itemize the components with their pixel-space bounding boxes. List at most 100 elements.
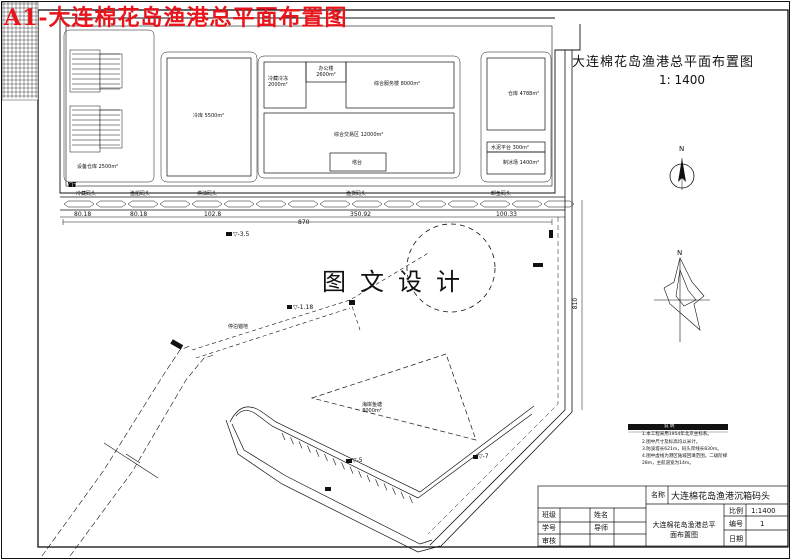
dim-seg2: 80.18 [130, 211, 148, 218]
dim-total: 870 [298, 219, 310, 226]
wharf-label-2: 渔船码头 [130, 191, 151, 197]
service-building [345, 61, 455, 109]
warehouse-label: 仓库 4788m² [508, 91, 540, 97]
breakwater-mark [375, 479, 379, 487]
notes-heading: 说 明 [664, 424, 675, 429]
breakwater-mark [341, 462, 345, 470]
notes-box [628, 424, 728, 430]
tb-date-label: 日期 [729, 535, 743, 543]
wharf-caisson [479, 200, 511, 208]
sales-label: 冷藏冷冻 2000m² [268, 76, 289, 88]
sales-building [263, 61, 307, 109]
breakwater-mark [290, 437, 294, 445]
tb-name-label: 名称 [651, 491, 665, 499]
breakwater-mark [298, 441, 303, 449]
west-breakwater-cross [103, 442, 159, 479]
breakwater-mark [332, 458, 337, 466]
drawing-scale: 1: 1400 [659, 73, 706, 87]
tower-building [329, 152, 387, 172]
note-1: 1.本工程采用1954年北京坐标系。 [642, 432, 712, 437]
dim-seg5: 100.33 [496, 211, 517, 218]
wharf-caisson [191, 200, 223, 208]
tb-student-label: 姓名 [594, 511, 608, 519]
wharf-caissons [63, 200, 575, 208]
service-label: 综合服务楼 8000m² [374, 81, 421, 87]
breakwater-mark [392, 487, 396, 495]
wharf-caisson [383, 200, 415, 208]
dimension-lines [62, 200, 583, 410]
wharf-caisson [127, 200, 159, 208]
elevation-markers [68, 182, 553, 491]
fish-storage-label: 海岸鱼塘 8000m² [361, 402, 382, 414]
west-breakwater [41, 344, 215, 557]
elevation-2: ▽-1.18 [293, 304, 314, 311]
dim-seg3: 102.8 [204, 211, 222, 218]
left-pier-hatching [1, 1, 39, 101]
tb-scale-value: 1:1400 [751, 507, 776, 515]
breakwater-mark [409, 495, 413, 504]
tb-sheet-label: 编号 [729, 520, 743, 528]
breakwater-mark [358, 470, 362, 478]
waste-storage-label: 设备仓库 2500m² [77, 164, 119, 170]
dim-vertical: 810 [572, 297, 580, 310]
ice-yard-building [486, 151, 546, 175]
breakwater-mark [315, 449, 320, 457]
watermark-text: 图文设计 [322, 268, 474, 296]
note-2: 2.图中尺寸及标高均以米计。 [642, 440, 701, 445]
office-label: 办公楼 2600m² [316, 66, 336, 78]
channel-lines [191, 251, 431, 359]
market-label: 综合交易区 12000m² [334, 132, 384, 138]
wharf-caisson [95, 200, 127, 208]
building-rounded-corners [63, 29, 552, 183]
wharf-caisson [511, 200, 543, 208]
wind-rose-icon [654, 257, 710, 342]
breakwater-mark [324, 453, 328, 462]
turning-basin [406, 223, 496, 313]
elevation-1: ▽-3.5 [233, 231, 250, 238]
buildings [166, 57, 546, 177]
wharf-label-4: 渔货码头 [346, 191, 367, 197]
north-label: N [679, 145, 685, 153]
wharf-caisson [255, 200, 287, 208]
tb-sheet-value: 1 [760, 520, 765, 528]
berth-area-label: 停泊锚地 [228, 324, 249, 330]
elevation-4: ▽-7 [478, 453, 489, 460]
wind-north-label: N [677, 249, 683, 257]
south-breakwater [225, 405, 535, 553]
market-building [263, 112, 455, 174]
wharf-label-1: 冷藏码头 [76, 191, 97, 197]
east-breakwater [427, 50, 573, 548]
wharf-caisson [543, 200, 575, 208]
breakwater-mark [366, 474, 371, 483]
wharf-label-5: 卸鱼码头 [491, 191, 512, 197]
cold-storage-label: 冷库 5500m² [193, 113, 225, 119]
note-3: 3.防波堤长621m，码头岸线长830m。 [642, 447, 722, 452]
tb-name-value: 大连棉花岛渔港沉箱码头 [671, 492, 771, 502]
tb-review-label: 审核 [542, 537, 556, 545]
tower-label: 塔台 [352, 160, 363, 166]
breakwater-mark [400, 491, 405, 499]
wharf-label-3: 供油码头 [197, 191, 218, 197]
ice-yard-label: 制冰场 1400m² [503, 160, 540, 166]
title-block [537, 485, 789, 547]
tb-scale-label: 比例 [729, 507, 743, 515]
north-arrow-icon [669, 158, 695, 190]
cold-storage-building [166, 57, 252, 177]
note-4: 4.图中虚线为港区陆域回填范围，二级阶梯 [642, 454, 728, 459]
dim-seg4: 350.92 [350, 211, 371, 218]
tb-drawing-name: 大连棉花岛渔港总平面布置图 [652, 521, 716, 539]
drawing-frame [37, 9, 789, 548]
wharf-caisson [319, 200, 351, 208]
finger-piers [69, 49, 123, 153]
sheet-header-title: A1-大连棉花岛渔港总平面布置图 [4, 5, 348, 31]
breakwater-mark [349, 466, 354, 474]
wharf-caisson [63, 200, 95, 208]
gate-label: 门卫 [68, 183, 79, 189]
breakwater-mark [307, 445, 311, 453]
wharf-caisson [287, 200, 319, 208]
drawing-title: 大连棉花岛渔港总平面布置图 [572, 55, 755, 70]
elevation-3: ▽-5 [352, 457, 363, 464]
fish-pond [310, 353, 477, 441]
